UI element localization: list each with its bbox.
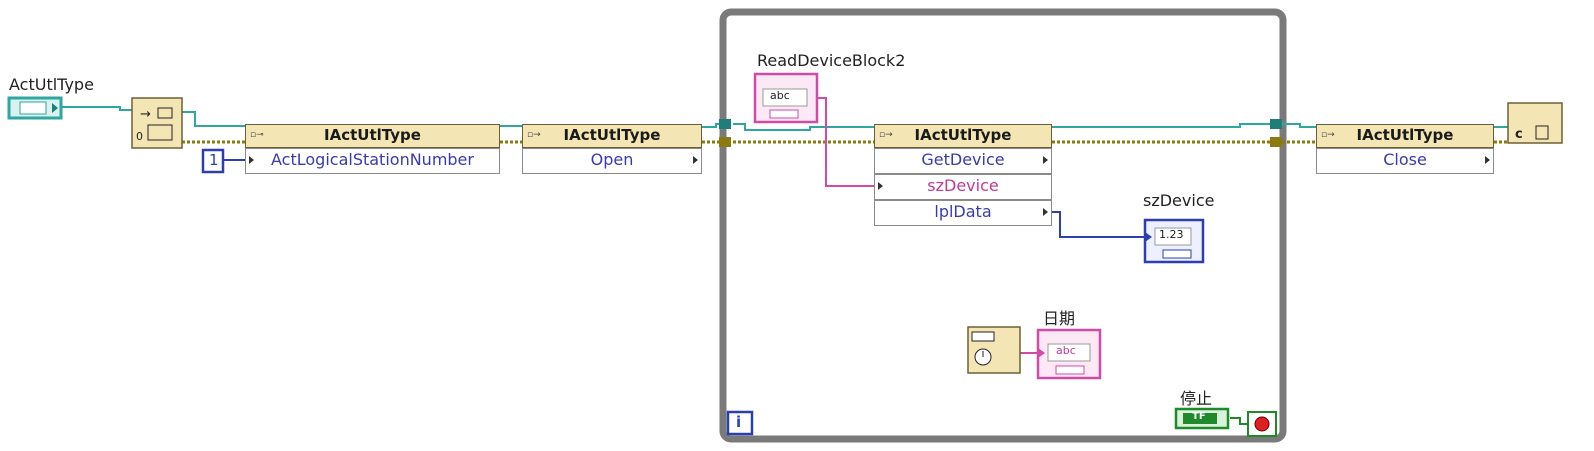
string-type-badge (769, 109, 799, 119)
date-string-box (1047, 343, 1091, 362)
output-arrow-icon (693, 156, 698, 164)
error-tunnel-left (719, 137, 731, 147)
getdevice-node-header[interactable]: ▫→ IActUtlType (874, 124, 1052, 148)
bool-type-box (1183, 413, 1217, 424)
automation-open-icon: → (140, 107, 151, 122)
readdeviceblock2-label: ReadDeviceBlock2 (757, 51, 906, 70)
stop-terminal[interactable] (1247, 411, 1277, 437)
automation-box-icon (157, 107, 173, 119)
error-tunnel-right (1270, 137, 1282, 147)
open-node-class: IActUtlType (563, 126, 661, 144)
refnum-tunnel-right (1270, 119, 1282, 129)
station-number-value: 1 (209, 151, 219, 169)
getdevice-param-szdevice-label: szDevice (927, 176, 999, 195)
bool-wire[interactable] (1230, 417, 1248, 425)
date-arrow-icon (1038, 348, 1045, 358)
close-reference-c-icon: c (1515, 127, 1523, 142)
invoke-icon: ▫→ (527, 130, 541, 140)
open-method-label: Open (590, 150, 634, 169)
automation-zero-icon: 0 (136, 130, 143, 143)
close-node-class: IActUtlType (1356, 126, 1454, 144)
getdevice-node-class: IActUtlType (914, 126, 1012, 144)
string-type-box (762, 88, 808, 107)
close-node-header[interactable]: ▫→ IActUtlType (1316, 124, 1494, 148)
property-item-label: ActLogicalStationNumber (271, 150, 474, 169)
close-method-label: Close (1383, 150, 1427, 169)
stop-label: 停止 (1180, 389, 1213, 408)
getdevice-param-szdevice[interactable]: szDevice (874, 174, 1052, 200)
close-reference-node[interactable] (1507, 102, 1563, 144)
loop-iteration-terminal[interactable] (726, 410, 754, 436)
close-method[interactable]: Close (1316, 148, 1494, 174)
invoke-icon: ▫→ (1321, 130, 1335, 140)
date-label: 日期 (1043, 309, 1076, 328)
output-arrow-icon (1485, 156, 1490, 164)
calendar-icon (971, 331, 995, 342)
date-string-type-value: abc (1056, 344, 1076, 357)
numeric-type-badge (1162, 249, 1192, 259)
stop-sign-icon (1254, 416, 1270, 432)
refnum-icon (19, 101, 47, 115)
getdevice-param-lpldata[interactable]: lplData (874, 200, 1052, 226)
control-arrow-icon (52, 103, 58, 113)
property-node-header[interactable]: ▫⊸ IActUtlType (245, 124, 500, 148)
numeric-wire[interactable] (1052, 211, 1145, 238)
string-type-value: abc (770, 89, 790, 102)
automation-box2-icon (147, 124, 173, 141)
open-method[interactable]: Open (522, 148, 702, 174)
property-node-class: IActUtlType (324, 126, 421, 144)
refnum-tunnel-left (719, 119, 731, 129)
close-reference-icon (1535, 125, 1549, 140)
station-number-constant[interactable] (201, 148, 225, 174)
string-wire[interactable] (817, 97, 874, 187)
output-arrow-icon (1043, 156, 1048, 164)
output-arrow-icon (1043, 208, 1048, 216)
input-arrow-icon (249, 156, 254, 164)
szdevice-indicator-label: szDevice (1143, 191, 1215, 210)
indicator-arrow-icon (1145, 232, 1152, 242)
input-arrow-icon (878, 182, 883, 190)
bool-type-value: TF (1192, 411, 1206, 422)
numeric-type-box (1154, 227, 1192, 246)
getdevice-method-label: GetDevice (921, 150, 1005, 169)
getdevice-method[interactable]: GetDevice (874, 148, 1052, 174)
open-node-header[interactable]: ▫→ IActUtlType (522, 124, 702, 148)
property-icon: ▫⊸ (250, 130, 264, 140)
actutltype-label: ActUtlType (9, 75, 94, 94)
property-item[interactable]: ActLogicalStationNumber (245, 148, 500, 174)
getdevice-param-lpldata-label: lplData (934, 202, 992, 221)
date-string-badge (1055, 365, 1085, 375)
numeric-type-value: 1.23 (1159, 228, 1184, 241)
while-loop-frame[interactable] (719, 8, 1287, 443)
loop-iteration-value: i (736, 413, 742, 431)
invoke-icon: ▫→ (879, 130, 893, 140)
